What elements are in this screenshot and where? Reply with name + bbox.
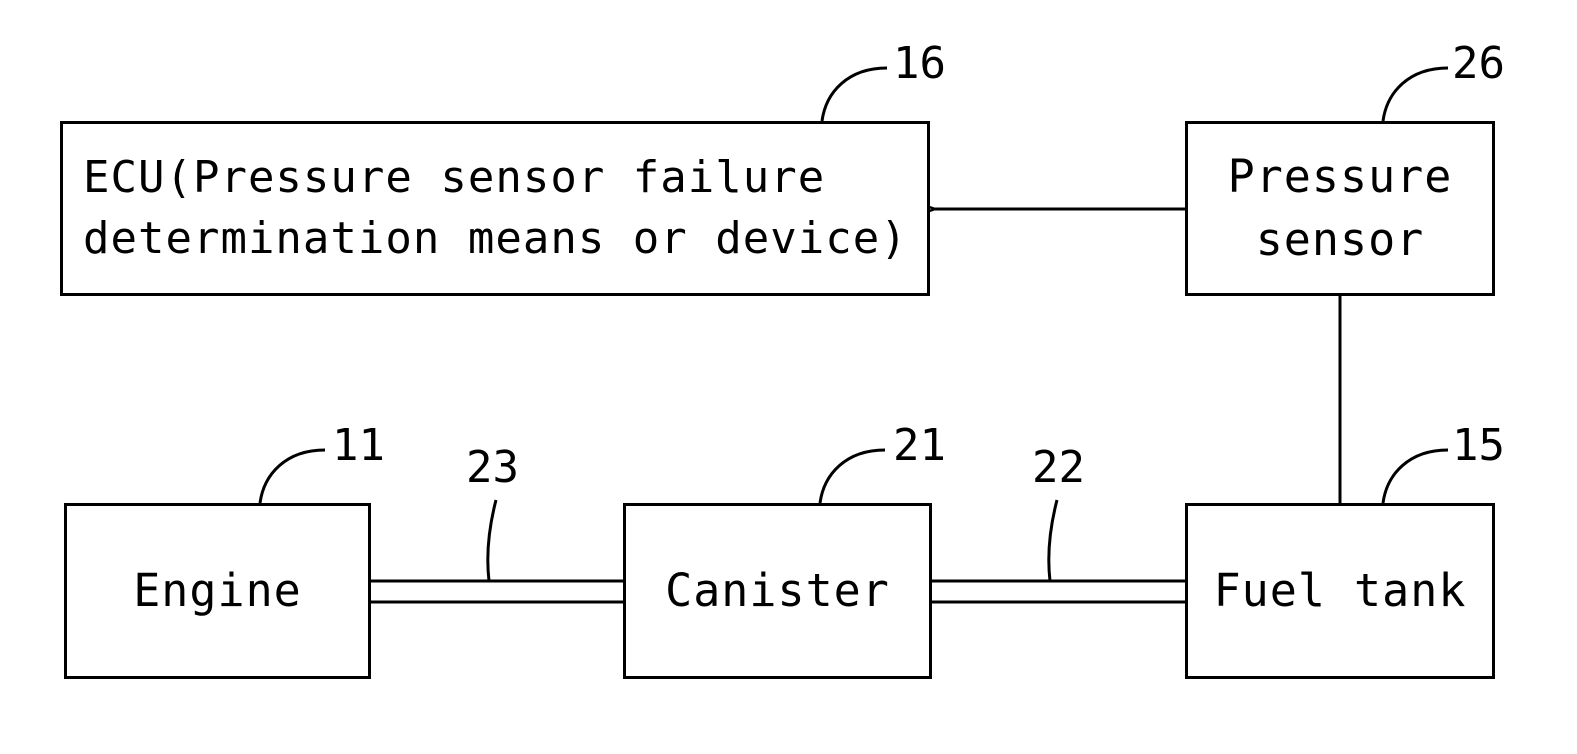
ref-numeral-23: 23 [466,446,519,490]
canister-label: Canister [665,560,890,622]
leader-line-11 [260,450,325,503]
leader-line-15 [1383,450,1448,503]
engine-block: Engine [64,503,371,679]
leader-line-22 [1049,500,1057,581]
ecu-label-line1: ECU(Pressure sensor failure [83,148,908,209]
leader-line-23 [488,500,496,581]
passage-23-engine-to-canister [371,581,623,602]
leader-line-26 [1383,68,1448,121]
fuel-tank-label: Fuel tank [1214,560,1467,622]
ref-numeral-16: 16 [893,42,946,86]
ecu-label-line2: determination means or device) [83,209,908,270]
ref-numeral-22: 22 [1032,446,1085,490]
pressure-sensor-label-line2: sensor [1228,209,1453,271]
leader-line-21 [820,450,885,503]
ref-numeral-11: 11 [332,424,385,468]
pressure-sensor-label-line1: Pressure [1228,146,1453,208]
passage-22-canister-to-fuel-tank [932,581,1185,602]
canister-block: Canister [623,503,932,679]
pressure-sensor-block: Pressure sensor [1185,121,1495,296]
leader-line-16 [822,68,887,121]
ref-numeral-21: 21 [893,424,946,468]
ecu-block: ECU(Pressure sensor failure determinatio… [60,121,930,296]
engine-label: Engine [133,560,302,622]
ref-numeral-15: 15 [1452,424,1505,468]
fuel-tank-block: Fuel tank [1185,503,1495,679]
ref-numeral-26: 26 [1452,42,1505,86]
